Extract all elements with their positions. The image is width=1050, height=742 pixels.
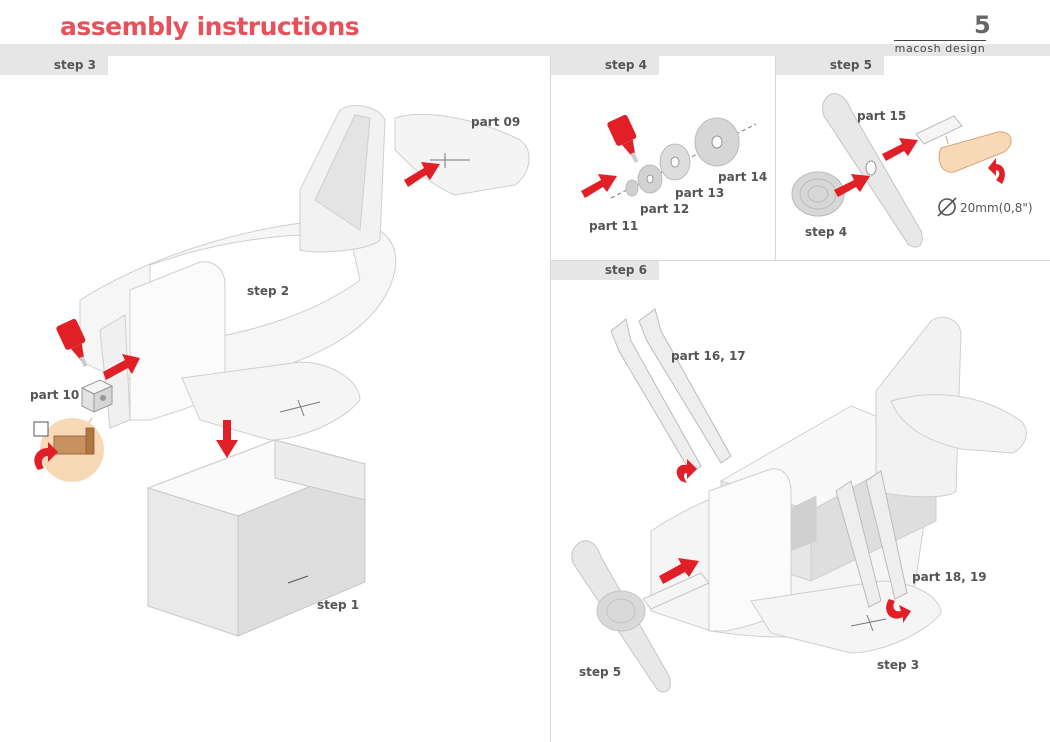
checkbox-icon [33, 421, 49, 437]
part11-washer [625, 179, 639, 197]
plane-body [79, 105, 530, 441]
label-step4-in-step5: step 4 [805, 225, 848, 239]
part10-detail [33, 417, 104, 482]
label-step1: step 1 [317, 598, 360, 612]
step5-illustration [791, 93, 1012, 248]
washer-stack-step4 [791, 171, 845, 217]
rotate-arrow-icon [988, 158, 1005, 184]
red-arrow-icon [103, 162, 440, 458]
header-rule [0, 44, 1050, 56]
label-part10: part 10 [30, 388, 80, 402]
step3-illustration [33, 105, 530, 637]
red-arrow-icon [581, 174, 617, 198]
step6-heading: step 6 [551, 261, 659, 280]
paper-roll [938, 131, 1012, 173]
red-arrow-icon [834, 138, 918, 197]
glue-bottle-icon [56, 318, 88, 367]
rotate-arrow-icon [676, 459, 911, 623]
brand-logo: macosh design [894, 40, 986, 55]
part10-block [80, 379, 114, 413]
label-part09: part 09 [471, 115, 521, 129]
label-part12: part 12 [640, 202, 690, 216]
step5-heading: step 5 [776, 56, 884, 75]
label-step3-in-step6: step 3 [877, 658, 920, 672]
step4-heading: step 4 [551, 56, 659, 75]
label-part16-17: part 16, 17 [671, 349, 746, 363]
glue-bottle-icon [607, 114, 639, 163]
panel-divider-step4-step5 [775, 56, 776, 260]
step3-heading: step 3 [0, 56, 108, 75]
panel-divider-horizontal [551, 260, 1050, 261]
part13-washer [659, 143, 691, 181]
rotate-arrow-icon [34, 442, 58, 470]
label-part14: part 14 [718, 170, 768, 184]
label-part15: part 15 [857, 109, 907, 123]
label-diameter: 20mm(0,8") [960, 201, 1033, 215]
struts-part16-17 [610, 308, 732, 474]
box-base [146, 439, 367, 637]
red-arrow-icon [659, 558, 699, 584]
plane-assembled [650, 317, 1027, 654]
label-part18-19: part 18, 19 [912, 570, 987, 584]
label-part11: part 11 [589, 219, 639, 233]
propeller-blade [822, 93, 923, 248]
step6-illustration [571, 308, 1027, 693]
label-step2: step 2 [247, 284, 290, 298]
label-step5-in-step6: step 5 [579, 665, 622, 679]
dowel-part15 [915, 115, 963, 145]
diameter-icon [937, 197, 957, 217]
panel-divider-vertical [550, 56, 551, 742]
propeller-step5 [571, 540, 710, 693]
part12-washer [637, 164, 663, 194]
page-title: assembly instructions [60, 12, 360, 41]
step4-illustration [581, 114, 757, 199]
part14-washer [694, 117, 740, 167]
page-number: 5 [974, 11, 991, 39]
label-part13: part 13 [675, 186, 725, 200]
struts-part18-19 [835, 470, 908, 608]
